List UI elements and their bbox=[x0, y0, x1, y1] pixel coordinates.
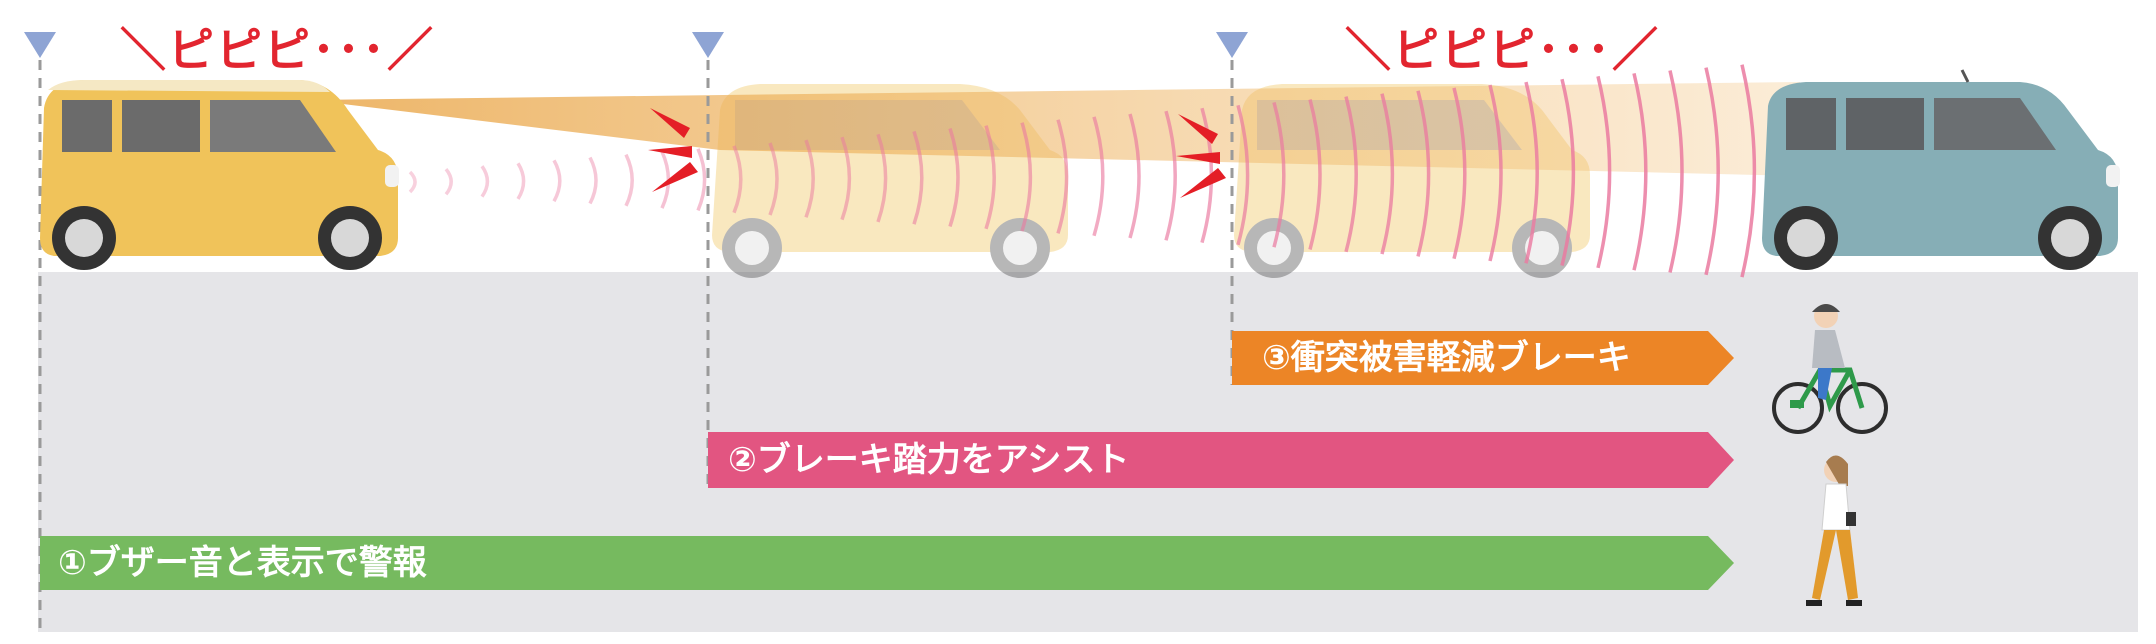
yellow-car-icon bbox=[40, 80, 399, 270]
wave-arc bbox=[588, 156, 598, 205]
wave-arc bbox=[1236, 104, 1250, 246]
wave-arc bbox=[1020, 122, 1033, 232]
wave-arc bbox=[516, 162, 526, 200]
wave-arc bbox=[768, 142, 779, 216]
wave-arc bbox=[1524, 81, 1539, 264]
wave-arc bbox=[552, 159, 562, 203]
bar-2-arrow bbox=[708, 432, 1734, 488]
beep-text-1: ＼ピピピ･･･／ bbox=[120, 23, 435, 77]
wave-arc bbox=[1488, 84, 1503, 262]
wave-arc bbox=[1164, 110, 1177, 241]
wave-arc bbox=[1272, 101, 1286, 248]
wave-arc bbox=[1668, 70, 1684, 273]
wave-arc bbox=[840, 136, 852, 221]
wave-arc bbox=[1344, 96, 1358, 253]
wave-arc bbox=[696, 148, 707, 212]
wave-arc bbox=[480, 165, 490, 198]
wave-arc bbox=[876, 133, 888, 223]
wave-arc bbox=[1740, 64, 1757, 278]
blue-car-icon bbox=[1762, 69, 2120, 270]
wave-arc bbox=[1128, 113, 1141, 239]
wave-arc bbox=[912, 130, 924, 225]
wave-arc bbox=[1596, 75, 1612, 269]
wave-arc bbox=[1308, 99, 1322, 250]
wave-arc bbox=[1452, 87, 1467, 260]
cyclist-icon bbox=[1772, 304, 1888, 434]
wave-arc bbox=[948, 127, 960, 228]
wave-arc bbox=[624, 153, 634, 207]
wave-arc bbox=[1416, 90, 1431, 257]
warning-burst-1 bbox=[648, 108, 698, 192]
warning-burst-2 bbox=[1176, 114, 1226, 198]
bar-1-arrow bbox=[40, 536, 1734, 590]
wave-arc bbox=[1380, 93, 1395, 255]
wave-arc bbox=[732, 145, 743, 214]
bar-label-brake-assist: ②ブレーキ踏力をアシスト bbox=[728, 440, 1130, 480]
bar-label-collision-braking: ③衝突被害軽減ブレーキ bbox=[1262, 338, 1631, 378]
wave-arc bbox=[444, 167, 453, 196]
wave-arc bbox=[1056, 119, 1069, 234]
wave-arc bbox=[984, 125, 996, 230]
bar-label-buzzer-warning: ①ブザー音と表示で警報 bbox=[58, 543, 427, 583]
wave-arc bbox=[408, 170, 417, 194]
beep-text-2: ＼ピピピ･･･／ bbox=[1345, 23, 1660, 77]
bar-3-arrow bbox=[1232, 331, 1734, 385]
wave-arc bbox=[1560, 78, 1576, 267]
wave-arc bbox=[804, 139, 815, 218]
marker-triangle-3 bbox=[1216, 32, 1248, 58]
wave-arc bbox=[1092, 116, 1105, 237]
wave-arc bbox=[1632, 72, 1648, 271]
pedestrian-icon bbox=[1806, 455, 1862, 606]
marker-triangle-2 bbox=[692, 32, 724, 58]
marker-triangle-1 bbox=[24, 32, 56, 58]
wave-arc bbox=[1704, 67, 1720, 276]
